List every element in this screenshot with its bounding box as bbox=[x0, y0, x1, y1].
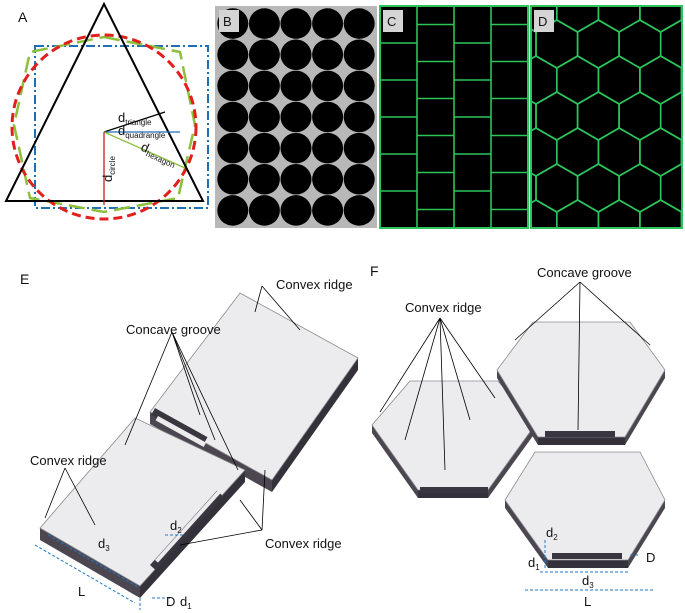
label-convex-ridge-right: Convex ridge bbox=[265, 536, 342, 551]
panel-a-label: A bbox=[18, 9, 28, 25]
packed-circle bbox=[217, 39, 249, 70]
dim-f-d2: d2 bbox=[546, 525, 558, 542]
hexagon-outline bbox=[12, 35, 197, 214]
packed-circle bbox=[280, 132, 312, 164]
upper-right-hexagon-plate bbox=[496, 321, 666, 445]
packed-circle bbox=[217, 70, 249, 102]
packed-circle bbox=[343, 8, 375, 39]
packed-circle bbox=[248, 132, 280, 164]
packed-circle bbox=[312, 101, 344, 133]
packed-circle bbox=[280, 70, 312, 102]
dim-e-d3: d3 bbox=[98, 536, 110, 553]
panel-c-label: C bbox=[387, 14, 396, 29]
panel-e-dimensions bbox=[34, 534, 183, 610]
packed-circle bbox=[343, 70, 375, 102]
panel-a: A dtriangle dquadrangle dhexagon dcircle bbox=[4, 1, 209, 221]
packed-circle bbox=[280, 39, 312, 70]
hexagon-cell bbox=[494, 236, 536, 284]
packed-circle bbox=[343, 39, 375, 70]
panel-e: E bbox=[20, 271, 359, 611]
dim-f-d1: d1 bbox=[528, 555, 540, 572]
hexagon-cell bbox=[680, 138, 682, 166]
hexagon-tiling bbox=[494, 6, 685, 284]
packed-circle bbox=[280, 164, 312, 195]
packed-circle bbox=[280, 8, 312, 39]
label-d-circle: dcircle bbox=[100, 156, 117, 182]
packed-circle bbox=[312, 70, 344, 102]
front-quadrangle-plate bbox=[39, 417, 246, 598]
dim-f-L: L bbox=[584, 594, 591, 609]
packed-circle bbox=[280, 101, 312, 133]
hexagon-cell bbox=[661, 236, 685, 284]
panel-d-label: D bbox=[538, 14, 547, 29]
circle-outline bbox=[10, 33, 198, 221]
hexagon-radius bbox=[103, 131, 186, 169]
packed-circle bbox=[217, 164, 249, 195]
rectangle-tiling bbox=[379, 6, 529, 228]
hexagon-cells bbox=[494, 6, 685, 284]
panel-d-tag bbox=[534, 10, 554, 32]
panel-d-background bbox=[530, 5, 683, 229]
label-convex-ridge-left: Convex ridge bbox=[30, 453, 107, 468]
label-concave-groove-e: Concave groove bbox=[126, 322, 221, 337]
dim-e-D: D bbox=[166, 594, 175, 609]
dim-f-D: D bbox=[646, 550, 655, 565]
panel-b-tag bbox=[219, 10, 239, 32]
packed-circle bbox=[248, 195, 280, 226]
packed-circle bbox=[248, 8, 280, 39]
circle-packing bbox=[217, 8, 375, 226]
packed-circle bbox=[217, 195, 249, 226]
packed-circle bbox=[248, 70, 280, 102]
triangle-radius bbox=[103, 111, 166, 133]
panel-e-leaders bbox=[44, 285, 301, 546]
hexagon-cell bbox=[680, 66, 682, 94]
label-convex-ridge-f: Convex ridge bbox=[405, 300, 482, 315]
label-concave-groove-f: Concave groove bbox=[537, 265, 632, 280]
panel-f: F bbox=[370, 263, 666, 609]
packed-circle bbox=[343, 101, 375, 133]
packed-circle bbox=[312, 164, 344, 195]
panel-f-dimensions bbox=[525, 540, 655, 591]
packed-circle bbox=[312, 195, 344, 226]
dim-e-d2: d2 bbox=[170, 518, 182, 535]
dim-e-L: L bbox=[78, 584, 85, 599]
panel-d: D bbox=[494, 5, 685, 284]
packed-circle bbox=[248, 39, 280, 70]
packed-circle bbox=[343, 132, 375, 164]
dim-e-d1: d1 bbox=[180, 594, 192, 611]
dim-f-d3: d3 bbox=[582, 573, 594, 590]
panel-f-label: F bbox=[370, 263, 379, 279]
lower-right-hexagon-plate bbox=[504, 451, 666, 568]
left-hexagon-plate bbox=[371, 380, 536, 498]
panel-c: C bbox=[379, 5, 529, 229]
label-d-quadrangle: dquadrangle bbox=[118, 123, 166, 140]
packed-circle bbox=[248, 164, 280, 195]
packed-circle bbox=[312, 39, 344, 70]
panel-c-tag bbox=[383, 10, 403, 32]
packed-circle bbox=[312, 8, 344, 39]
hexagon-cell bbox=[680, 210, 682, 228]
packed-circle bbox=[248, 101, 280, 133]
packed-circle bbox=[343, 164, 375, 195]
packed-circle bbox=[280, 195, 312, 226]
packed-circle bbox=[312, 132, 344, 164]
label-d-triangle: dtriangle bbox=[118, 110, 152, 127]
panel-f-leaders bbox=[379, 281, 651, 471]
packed-circle bbox=[217, 101, 249, 133]
label-convex-ridge-top: Convex ridge bbox=[276, 277, 353, 292]
packed-circle bbox=[217, 132, 249, 164]
panel-b: B bbox=[215, 6, 377, 228]
panel-e-label: E bbox=[20, 271, 29, 287]
panel-b-label: B bbox=[223, 14, 232, 29]
packed-circle bbox=[343, 195, 375, 226]
